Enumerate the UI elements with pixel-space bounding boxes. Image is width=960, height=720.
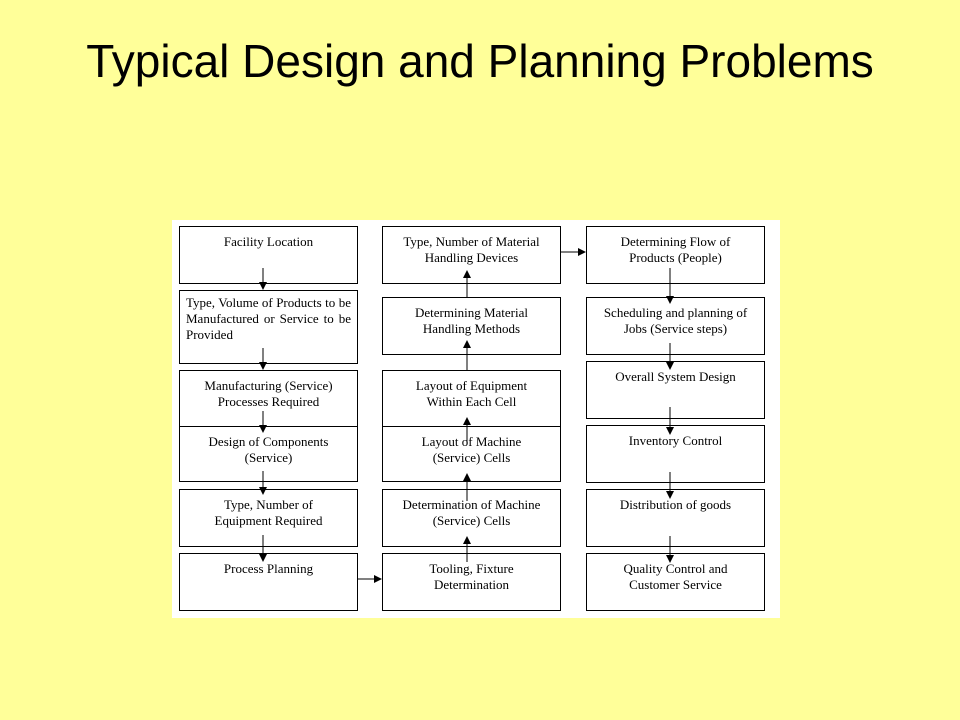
box-distribution: Distribution of goods <box>586 489 765 547</box>
box-handling-devices: Type, Number of Material Handling Device… <box>382 226 561 284</box>
box-scheduling: Scheduling and planning of Jobs (Service… <box>586 297 765 355</box>
box-flow-products: Determining Flow of Products (People) <box>586 226 765 284</box>
box-equipment-required: Type, Number of Equipment Required <box>179 489 358 547</box>
box-layout-cells: Layout of Machine (Service) Cells <box>382 426 561 482</box>
box-processes-required: Manufacturing (Service) Processes Requir… <box>179 370 358 428</box>
box-overall-design: Overall System Design <box>586 361 765 419</box>
box-quality-control: Quality Control and Customer Service <box>586 553 765 611</box>
box-design-components: Design of Components (Service) <box>179 426 358 482</box>
box-facility-location: Facility Location <box>179 226 358 284</box>
box-layout-equipment: Layout of Equipment Within Each Cell <box>382 370 561 428</box>
box-inventory-control: Inventory Control <box>586 425 765 483</box>
box-determination-cells: Determination of Machine (Service) Cells <box>382 489 561 547</box>
page-title: Typical Design and Planning Problems <box>86 35 874 87</box>
box-handling-methods: Determining Material Handling Methods <box>382 297 561 355</box>
box-products-volume: Type, Volume of Products to be Manufactu… <box>179 290 358 364</box>
box-process-planning: Process Planning <box>179 553 358 611</box>
box-tooling-fixture: Tooling, Fixture Determination <box>382 553 561 611</box>
